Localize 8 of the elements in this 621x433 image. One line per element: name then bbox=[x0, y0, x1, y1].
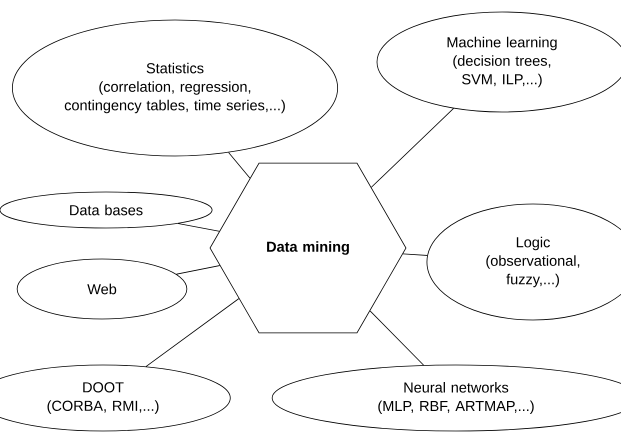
connector-line bbox=[402, 254, 428, 256]
connector-line bbox=[146, 298, 240, 367]
connector-line bbox=[178, 223, 220, 232]
hexagon: Data mining bbox=[210, 162, 406, 334]
connector-line bbox=[370, 310, 424, 366]
connector-line bbox=[176, 265, 220, 275]
connector-line bbox=[370, 108, 454, 188]
connector-line bbox=[228, 152, 250, 179]
